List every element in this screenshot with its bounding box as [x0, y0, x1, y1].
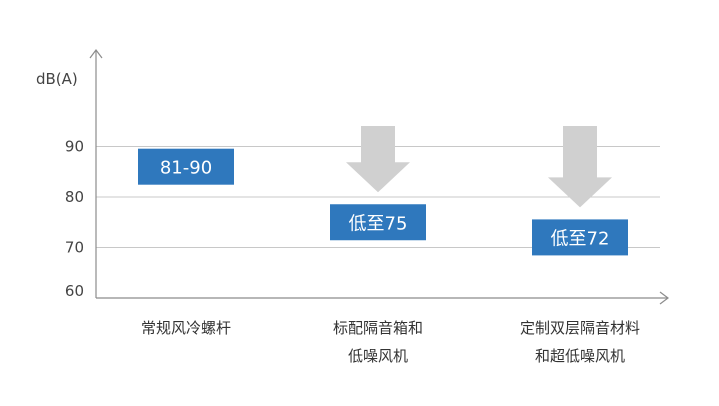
axes — [89, 49, 669, 305]
y-tick-label: 80 — [65, 188, 84, 206]
category-label: 定制双层隔音材料 — [520, 319, 640, 337]
value-label: 81-90 — [160, 158, 212, 179]
y-tick-label: 60 — [65, 282, 84, 300]
value-box — [330, 204, 426, 241]
y-axis-arrowhead — [89, 49, 103, 59]
y-tick-label: 90 — [65, 138, 84, 156]
value-box — [532, 219, 628, 256]
category-label: 常规风冷螺杆 — [141, 319, 231, 337]
value-label: 低至75 — [349, 213, 408, 234]
value-marks: 81-90 低至75 低至72 — [138, 126, 628, 256]
value-label: 低至72 — [551, 228, 610, 249]
value-box — [138, 148, 234, 185]
reduction-arrow — [548, 126, 612, 208]
y-tick-label: 70 — [65, 239, 84, 257]
y-axis-label: dB(A) — [36, 70, 78, 88]
y-tick-labels: 60 70 80 90 — [65, 138, 84, 301]
x-axis-arrowhead — [659, 291, 669, 305]
category-label: 和超低噪风机 — [535, 347, 625, 365]
category-label: 低噪风机 — [348, 347, 408, 365]
category-label: 标配隔音箱和 — [333, 319, 423, 337]
reduction-arrow — [346, 126, 410, 193]
